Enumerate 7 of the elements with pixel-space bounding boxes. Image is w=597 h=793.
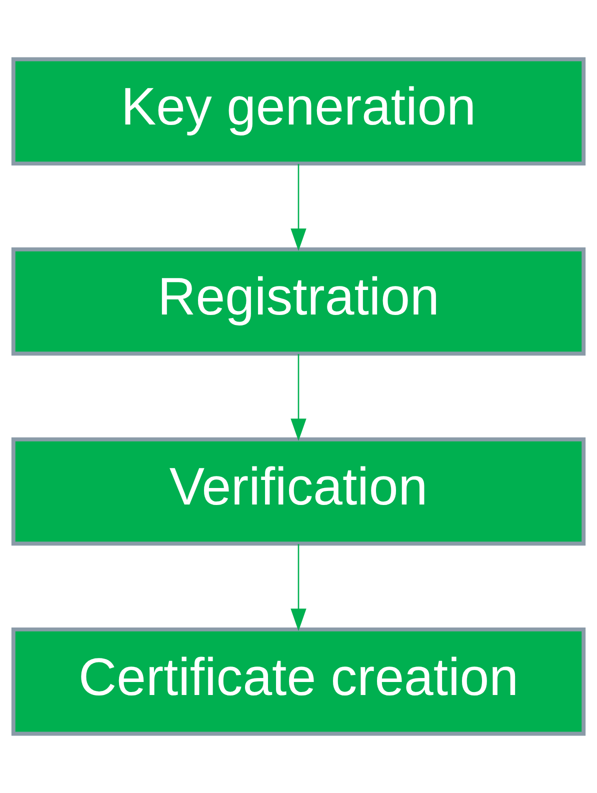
node-box: Key generation — [11, 57, 586, 166]
arrow — [290, 354, 306, 442]
node-box: Certificate creation — [11, 627, 586, 736]
node-box: Verification — [11, 437, 586, 546]
arrow — [290, 544, 306, 632]
node-box: Registration — [11, 247, 586, 356]
arrow — [290, 164, 306, 251]
